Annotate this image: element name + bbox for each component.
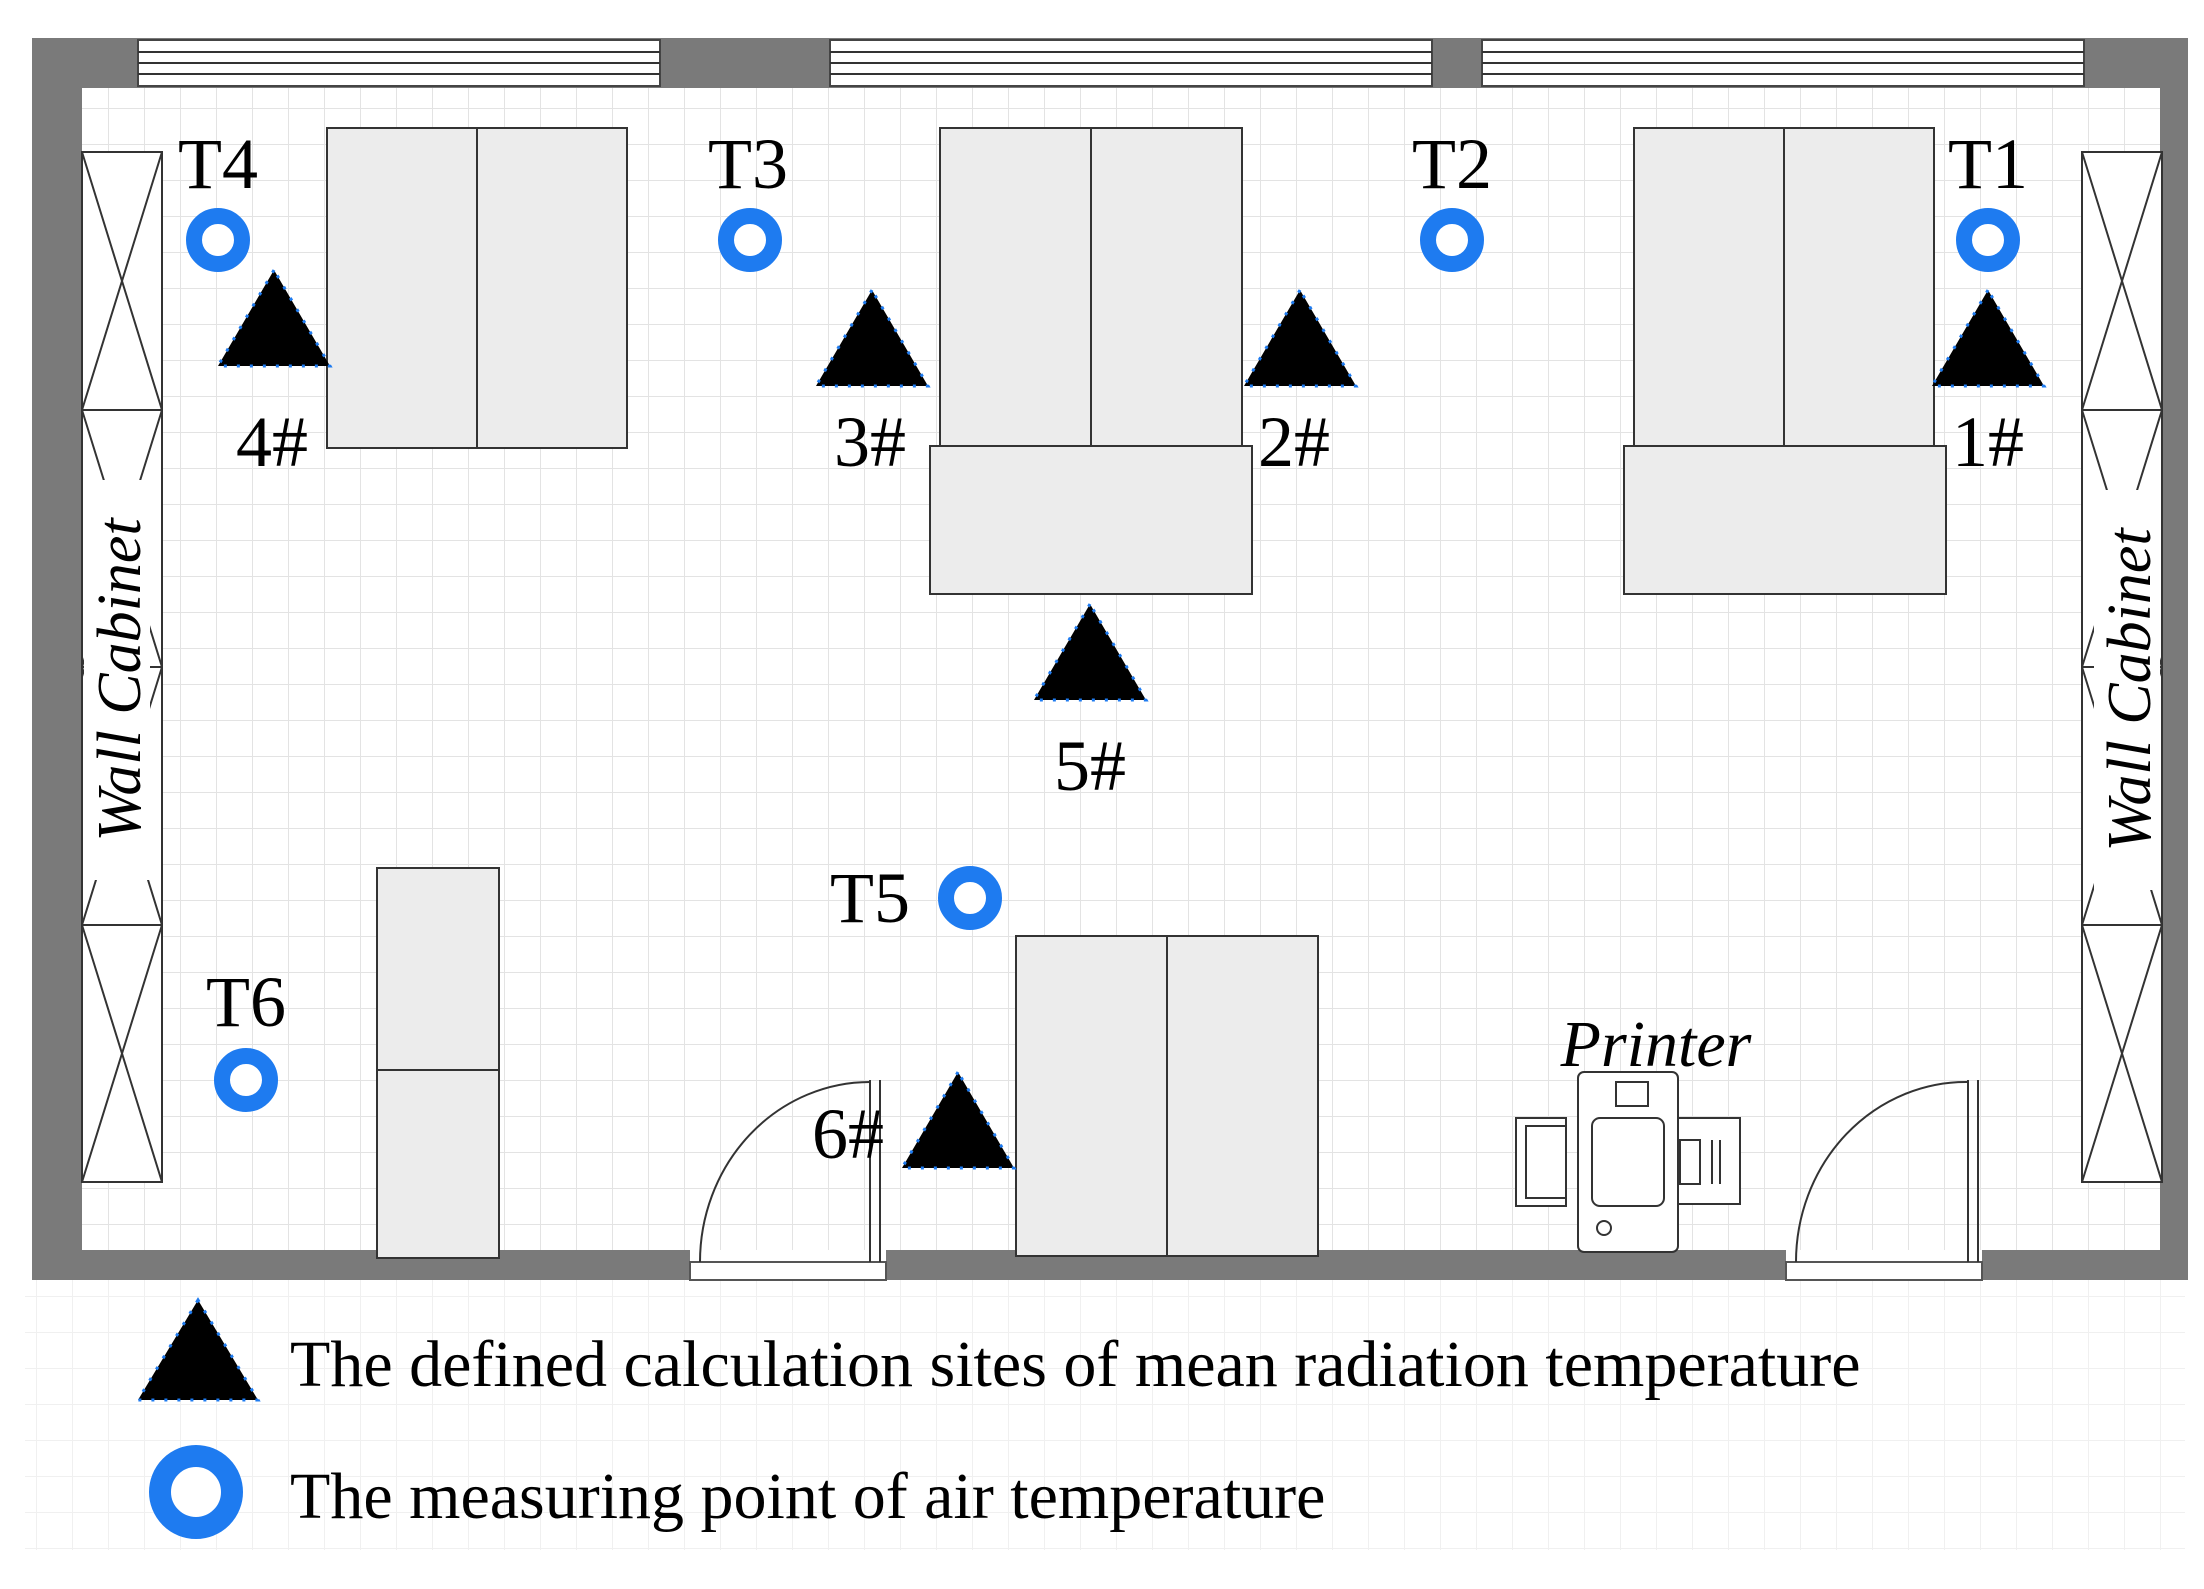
printer-icon xyxy=(1515,1071,1741,1253)
calc-site-5: 5# xyxy=(1031,601,1149,806)
desk-group-lower-middle xyxy=(1015,935,1319,1257)
window-left xyxy=(137,39,661,87)
calc-site-label: 5# xyxy=(1054,726,1126,806)
printer-label: Printer xyxy=(1560,1008,1752,1081)
air-point-T4: T4 xyxy=(178,124,258,272)
desk-group-right xyxy=(1623,127,1947,595)
air-point-label: T1 xyxy=(1948,124,2028,204)
air-point-label: T6 xyxy=(206,962,286,1042)
legend-air-point-text: The measuring point of air temperature xyxy=(290,1460,1325,1533)
calc-site-label: 2# xyxy=(1258,402,1330,482)
calc-site-label: 1# xyxy=(1952,402,2024,482)
air-point-T5: T5 xyxy=(830,858,1002,938)
wall-cabinet-left-label: Wall Cabinet xyxy=(86,517,154,842)
window-right xyxy=(1481,39,2085,87)
air-point-label: T4 xyxy=(178,124,258,204)
desk-group-middle xyxy=(929,127,1253,595)
calc-site-2: 2# xyxy=(1241,287,1359,482)
calc-site-1: 1# xyxy=(1929,287,2047,482)
doors xyxy=(689,1080,1983,1281)
calc-site-label: 3# xyxy=(834,402,906,482)
calc-site-3: 3# xyxy=(813,287,931,482)
air-point-T2: T2 xyxy=(1412,124,1492,272)
windows xyxy=(137,39,2085,87)
legend-air-point: The measuring point of air temperature xyxy=(149,1445,1325,1539)
air-point-T1: T1 xyxy=(1948,124,2028,272)
legend-calc-site-text: The defined calculation sites of mean ra… xyxy=(290,1328,1861,1401)
calc-site-4: 4# xyxy=(215,267,333,482)
air-point-label: T5 xyxy=(830,858,910,938)
wall-cabinet-left xyxy=(81,151,163,1183)
legend-background xyxy=(25,1280,2185,1550)
desk-column-lower-left xyxy=(376,867,500,1259)
legend-calc-site: The defined calculation sites of mean ra… xyxy=(135,1297,1861,1402)
wall-cabinet-right xyxy=(2081,151,2163,1183)
air-point-T6: T6 xyxy=(206,962,286,1112)
air-point-label: T2 xyxy=(1412,124,1492,204)
wall-cabinet-right-label: Wall Cabinet xyxy=(2096,527,2164,852)
calc-site-label: 4# xyxy=(236,402,308,482)
calc-site-label: 6# xyxy=(812,1094,884,1174)
legend: The defined calculation sites of mean ra… xyxy=(135,1297,1861,1539)
air-point-label: T3 xyxy=(708,124,788,204)
calc-site-6: 6# xyxy=(812,1069,1017,1174)
window-middle xyxy=(829,39,1433,87)
air-point-T3: T3 xyxy=(708,124,788,272)
desk-group-left xyxy=(326,127,628,449)
